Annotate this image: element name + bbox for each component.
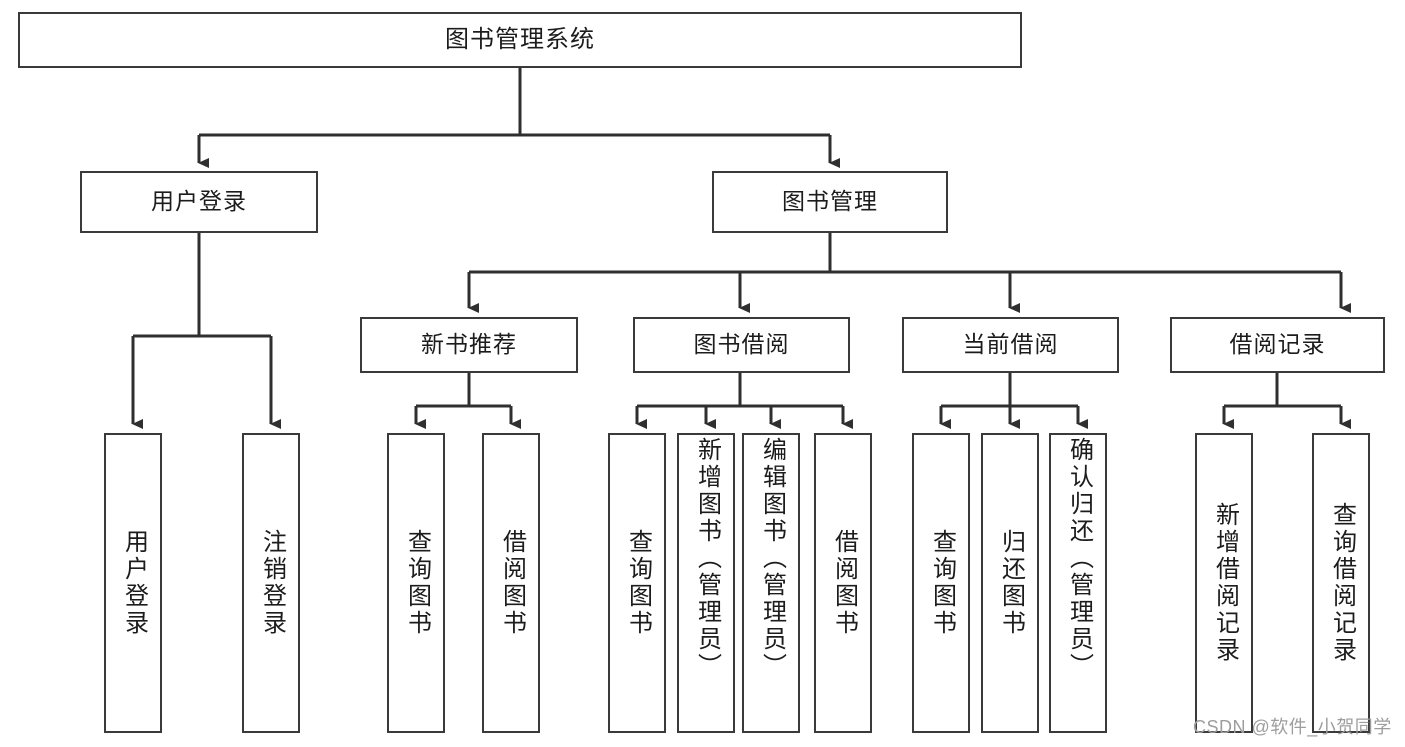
leaf-logout-login[interactable]: 注销登录 — [242, 433, 300, 733]
leaf-return-book[interactable]: 归还图书 — [981, 433, 1039, 733]
node-book-borrow[interactable]: 图书借阅 — [633, 317, 850, 373]
leaf-add-borrow-record[interactable]: 新增借阅记录 — [1195, 433, 1253, 733]
leaf-user-login[interactable]: 用户登录 — [104, 433, 162, 733]
node-user-login[interactable]: 用户登录 — [80, 171, 318, 233]
leaf-add-book[interactable]: 新增图书（管理员） — [677, 433, 735, 733]
leaf-query-book-borrow[interactable]: 查询图书 — [608, 433, 666, 733]
leaf-query-book-current[interactable]: 查询图书 — [912, 433, 970, 733]
leaf-borrow-book-recommend[interactable]: 借阅图书 — [482, 433, 540, 733]
node-current-borrow[interactable]: 当前借阅 — [902, 317, 1119, 373]
leaf-query-borrow-record[interactable]: 查询借阅记录 — [1312, 433, 1370, 733]
leaf-query-book-recommend[interactable]: 查询图书 — [387, 433, 445, 733]
node-root-system[interactable]: 图书管理系统 — [18, 12, 1022, 68]
node-new-book-recommend[interactable]: 新书推荐 — [360, 317, 578, 373]
csdn-watermark: CSDN @软件_小贺同学 — [1193, 717, 1392, 737]
leaf-edit-book[interactable]: 编辑图书（管理员） — [742, 433, 800, 733]
node-borrow-record[interactable]: 借阅记录 — [1170, 317, 1385, 373]
leaf-confirm-return[interactable]: 确认归还（管理员） — [1049, 433, 1107, 733]
leaf-borrow-book[interactable]: 借阅图书 — [814, 433, 872, 733]
node-book-manage[interactable]: 图书管理 — [712, 171, 948, 233]
